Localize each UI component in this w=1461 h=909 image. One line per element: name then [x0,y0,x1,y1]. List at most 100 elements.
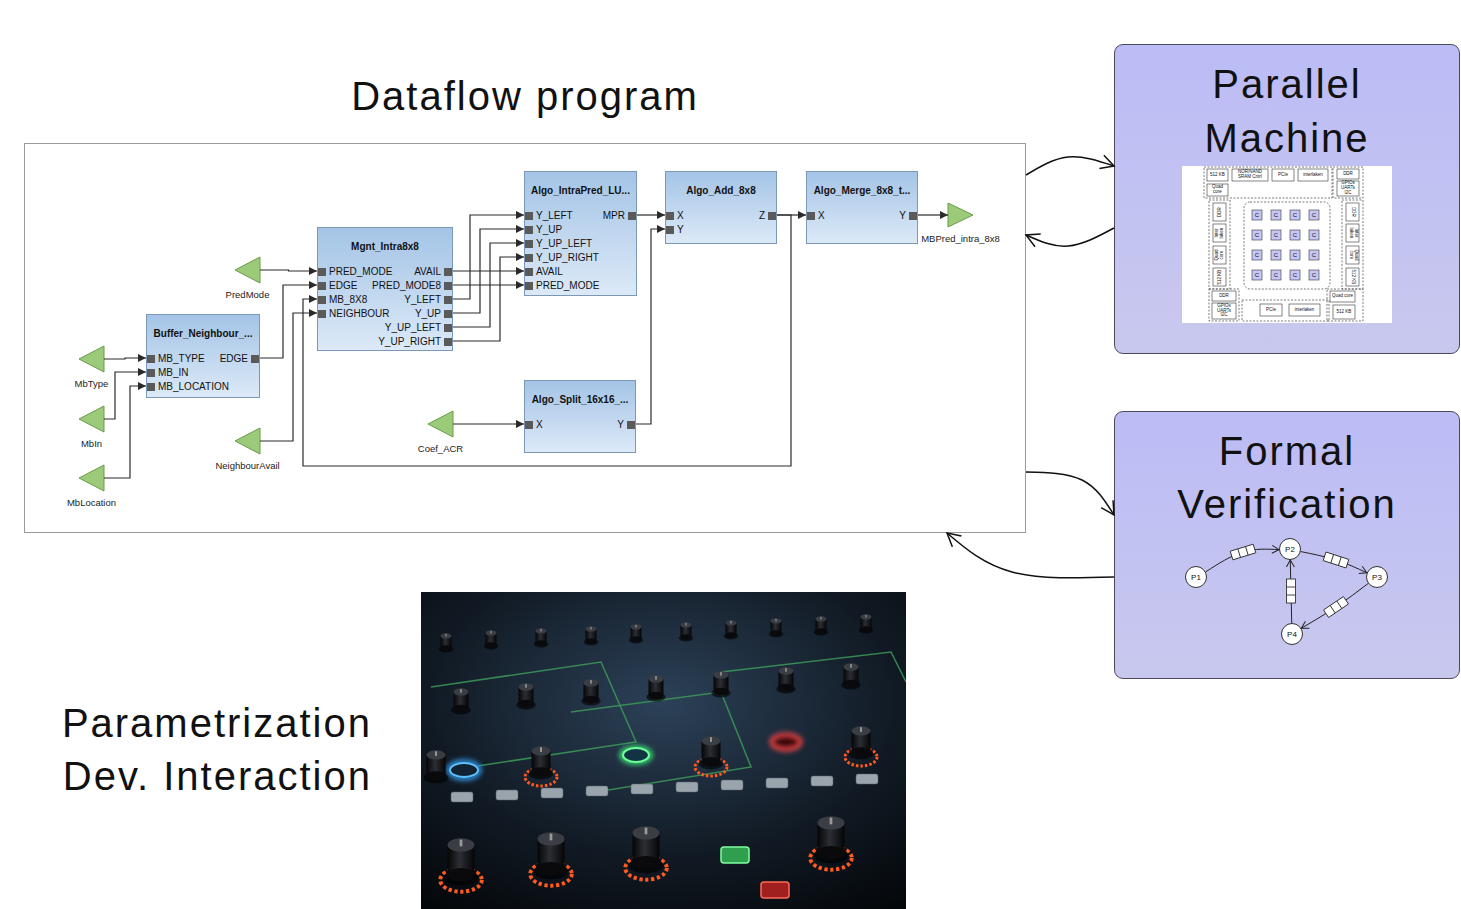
mixer-photo [421,592,906,909]
port-triangle [235,257,260,283]
actor-box: Mgnt_Intra8x8PRED_MODEEDGEMB_8X8NEIGHBOU… [317,227,453,351]
actor-header: Buffer_Neighbour_... [147,315,259,351]
label-slot: DDR [1214,204,1226,221]
port-square [627,421,635,429]
label-slot: Quad core [1347,247,1359,264]
port-name: AVAIL [536,265,563,279]
port-name: Y_LEFT [536,209,573,223]
port-triangle [79,465,104,491]
port-triangle-shape [79,346,104,372]
process-circle: P4 [1281,623,1303,645]
port-caption-slot: NeighbourAvail [215,460,279,471]
port-slot: MPR [603,209,625,223]
port-square [525,254,533,262]
port-slot: Y_LEFT [536,209,573,223]
port-slot: X [536,418,543,432]
panel-title: Parallel Machine [1147,45,1427,165]
chip-part-name: C [1255,232,1259,238]
port-name: X [677,209,684,223]
connector [1206,549,1279,572]
label-slot: Inter laken [1214,225,1226,242]
port-triangle-shape [235,257,260,283]
port-slot: MB_TYPE [158,352,205,366]
port-caption: MBPred_intra_8x8 [921,233,1000,244]
label-slot: GPIOs UARTs I2C [1213,304,1235,319]
port-square [251,355,259,363]
actor-name: Mgnt_Intra8x8 [351,241,419,253]
label-slot: Quad core [1331,292,1354,302]
label-slot: C [1291,251,1300,260]
port-name: PRED_MODE [329,265,392,279]
label-slot: C [1310,211,1319,220]
port-slot: AVAIL [414,265,441,279]
connector [947,533,1114,578]
actor-header: Mgnt_Intra8x8 [318,228,452,264]
port-caption-slot: MBPred_intra_8x8 [921,233,1000,244]
port-triangle-shape [235,428,260,454]
program-heading: Dataflow program [25,72,1025,120]
port-name: X [818,209,825,223]
chip-illustration [1182,166,1392,323]
label-slot: C [1253,271,1262,280]
chip-part-name: C [1312,232,1316,238]
connector [1026,472,1114,515]
actor-header: Algo_IntraPred_LU... [525,172,636,208]
side-caption: Parametrization Dev. Interaction [22,697,372,803]
port-triangle [428,411,453,437]
port-name: Y_UP [415,307,441,321]
chip-part-name: C [1274,212,1278,218]
process-circle: P1 [1185,566,1207,588]
port-name: Z [759,209,765,223]
port-slot: EDGE [329,279,357,293]
chip-part-name: PCIe [1278,173,1288,178]
chip-part-name: interlaken [1295,308,1315,313]
label-slot: interlaken [1299,170,1327,181]
connector-group [104,157,1368,629]
chip-part-name: 512 KB [1337,310,1352,315]
port-square [525,240,533,248]
input-port: NeighbourAvail [235,428,260,454]
port-triangle-shape [948,203,973,227]
port-name: MB_IN [158,366,189,380]
chip-part-name: PCIe [1266,308,1276,313]
chip-part-name: DDR [1217,207,1222,217]
verification-panel: P1P2P3P4Formal Verification [1114,411,1460,679]
port-slot: X [818,209,825,223]
label-slot: 512 KB [1334,306,1354,319]
port-square [628,212,636,220]
label-slot: C [1253,231,1262,240]
chip-part-name: C [1293,232,1297,238]
port-square [318,282,326,290]
chip-part-name: C [1293,272,1297,278]
port-slot: Y_UP_LEFT [536,237,592,251]
port-triangle [948,203,973,227]
port-caption: Coef_ACR [418,443,463,454]
port-name: Y_UP_LEFT [536,237,592,251]
chip-part-name: C [1293,252,1297,258]
chip-part-name: GPIOs UARTs I2C [1337,181,1359,195]
machine-panel: Parallel Machine [1114,44,1460,354]
connector [303,215,791,466]
port-caption: MbIn [81,438,102,449]
label-slot: C [1310,251,1319,260]
connector [1026,228,1114,246]
port-slot: MB_8X8 [329,293,367,307]
port-triangle [79,406,104,432]
chip-part-name: Quad core [1332,294,1353,299]
label-slot: Inter laken [1347,225,1359,242]
port-slot: Y_UP_RIGHT [378,335,441,349]
label-slot: 512 KB [1208,170,1227,181]
process-circle: P3 [1366,566,1388,588]
input-port: MbLocation [79,465,104,491]
chip-part-name: Inter laken [1348,225,1357,242]
port-name: Y_LEFT [404,293,441,307]
connector [453,229,524,313]
port-slot: X [677,209,684,223]
connector [260,270,317,271]
label-slot: DDR [1347,204,1359,221]
label-slot: DDR [1213,292,1235,301]
chip-part-name: C [1255,252,1259,258]
chip-part-name: DDR [1343,172,1353,177]
port-slot: Y_UP [415,307,441,321]
label-slot: Quad core [1214,247,1226,264]
